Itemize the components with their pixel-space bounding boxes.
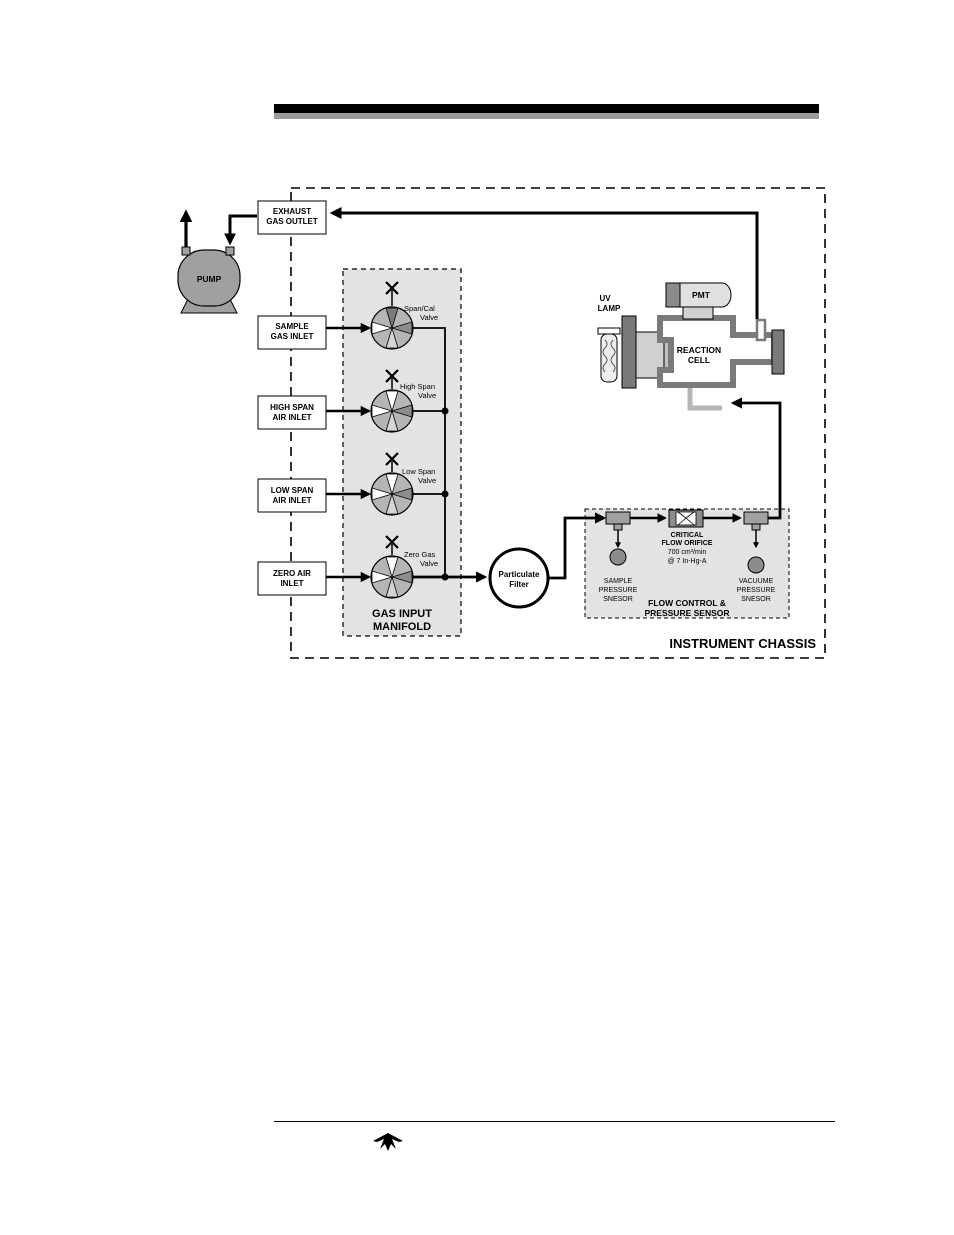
inlet-box-low-span: LOW SPAN AIR INLET: [257, 478, 327, 513]
sample-sensor-label-line3: SNESOR: [603, 596, 633, 603]
instrument-chassis-label: INSTRUMENT CHASSIS: [669, 636, 816, 651]
zero-gas-valve-label-line2: Valve: [420, 559, 438, 568]
vacuum-sensor-label-line1: VACUUME: [739, 578, 774, 585]
high-span-valve: [370, 369, 414, 433]
flow-control-to-cell-line: [730, 397, 782, 520]
filter-label-line2: Filter: [509, 580, 529, 589]
inlet-sample-line1: SAMPLE: [275, 322, 309, 331]
vacuum-pressure-sensor: [747, 556, 765, 574]
inlet-box-high-span: HIGH SPAN AIR INLET: [257, 395, 327, 430]
uv-lamp: [597, 327, 621, 383]
inlet-low-span-line1: LOW SPAN: [271, 486, 314, 495]
sample-pressure-tee: [605, 511, 631, 531]
reaction-cell-label-line2: CELL: [688, 355, 710, 365]
teledyne-logo: [373, 1133, 403, 1151]
low-span-valve: [370, 452, 414, 516]
inlet-low-span-line2: AIR INLET: [272, 496, 311, 505]
junction-dot: [441, 407, 449, 415]
uv-lamp-label-line1: UV: [599, 294, 611, 303]
span-cal-valve: [370, 281, 414, 350]
exhaust-line2: GAS OUTLET: [266, 217, 318, 226]
inlet-sample-line2: GAS INLET: [271, 332, 314, 341]
exhaust-line1: EXHAUST: [273, 207, 311, 216]
low-span-valve-label-line1: Low Span: [402, 467, 435, 476]
flow-control-label-line2: PRESSURE SENSOR: [644, 608, 729, 618]
manifold-label-line1: GAS INPUT: [372, 608, 432, 620]
high-span-valve-label-line2: Valve: [418, 391, 436, 400]
high-span-valve-label-line1: High Span: [400, 382, 435, 391]
inlet-box-sample: SAMPLE GAS INLET: [257, 315, 327, 350]
inlet-high-span-line2: AIR INLET: [272, 413, 311, 422]
header-rule: [274, 104, 819, 113]
filter-to-flow-control-line: [548, 512, 607, 580]
junction-dot: [441, 490, 449, 498]
pmt-label: PMT: [692, 290, 711, 300]
orifice-label-line2: FLOW ORIFICE: [662, 540, 713, 547]
inlet-zero-air-line1: ZERO AIR: [273, 569, 311, 578]
exhaust-to-pump-line: [224, 214, 257, 246]
flow-control-label-line1: FLOW CONTROL &: [648, 598, 726, 608]
header-rule-shadow: [274, 113, 819, 119]
orifice-label-line3: 700 cm³/min: [668, 549, 707, 556]
span-cal-valve-label-line1: Span/Cal: [404, 304, 435, 313]
filter-label-line1: Particulate: [499, 570, 540, 579]
sample-sensor-label-line1: SAMPLE: [604, 578, 633, 585]
reaction-cell-assembly: [621, 306, 785, 411]
pump: PUMP: [177, 246, 241, 314]
inlet-zero-air-line2: INLET: [280, 579, 303, 588]
low-span-valve-label-line2: Valve: [418, 476, 436, 485]
pmt: PMT: [665, 282, 732, 308]
inlet-box-zero-air: ZERO AIR INLET: [257, 561, 327, 596]
critical-flow-orifice: [668, 509, 704, 528]
span-cal-valve-label-line2: Valve: [420, 313, 438, 322]
cell-to-exhaust-line: [329, 207, 759, 319]
sample-sensor-label-line2: PRESSURE: [599, 587, 638, 594]
reaction-cell-label-line1: REACTION: [677, 345, 721, 355]
manifold-label-line2: MANIFOLD: [373, 621, 431, 633]
zero-gas-valve-label-line1: Zero Gas: [404, 550, 436, 559]
zero-gas-valve: [370, 535, 414, 599]
uv-lamp-label-line2: LAMP: [598, 304, 621, 313]
orifice-label-line4: @ 7 In-Hg-A: [667, 558, 706, 565]
footer-rule: [274, 1121, 835, 1122]
vacuum-sensor-label-line3: SNESOR: [741, 596, 771, 603]
orifice-label-line1: CRITICAL: [671, 532, 704, 539]
exhaust-gas-outlet-box: EXHAUST GAS OUTLET: [257, 200, 327, 235]
vacuum-sensor-label-line2: PRESSURE: [737, 587, 776, 594]
particulate-filter: Particulate Filter: [488, 547, 550, 609]
sample-pressure-sensor: [609, 548, 627, 566]
vacuum-pressure-tee: [743, 511, 769, 531]
inlet-high-span-line1: HIGH SPAN: [270, 403, 314, 412]
pump-label: PUMP: [197, 274, 222, 284]
